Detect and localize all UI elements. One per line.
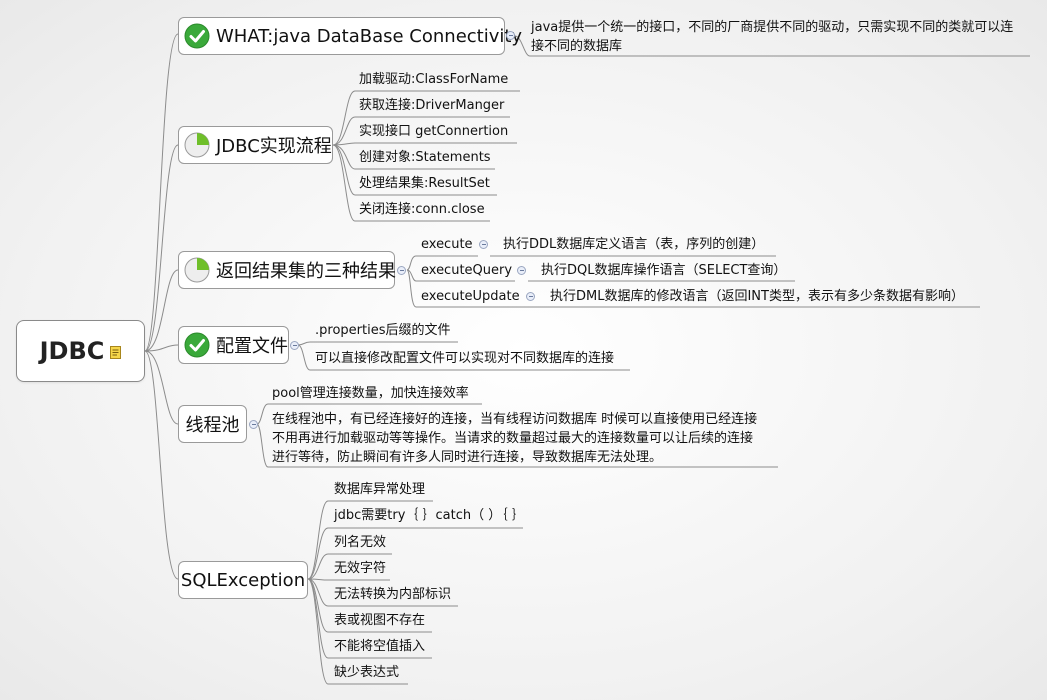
check-circle-icon [184,332,210,358]
exception-item[interactable]: 表或视图不存在 [334,613,426,628]
what-note: java提供一个统一的接口，不同的厂商提供不同的驱动，只需实现不同的类就可以连 … [531,18,1013,56]
exception-item[interactable]: jdbc需要try｛ ｝catch（ ）｛ ｝ [334,508,525,523]
exception-item[interactable]: 缺少表达式 [334,665,400,680]
topic-label: SQLException [180,569,306,591]
topic-label: JDBC实现流程 [216,136,332,157]
root-node[interactable]: JDBC [16,320,145,382]
note-line: pool管理连接数量，加快连接效率 [272,386,469,401]
collapse-toggle[interactable] [479,240,488,249]
pool-detail: 在线程池中，有已经连接好的连接，当有线程访问数据库 时候可以直接使用已经连接 不… [272,410,757,467]
topic-label: WHAT:java DataBase Connectivity [216,25,523,47]
execute-label[interactable]: execute [421,237,473,252]
exception-item[interactable]: 不能将空值插入 [334,639,426,654]
collapse-toggle[interactable] [517,266,526,275]
executeupdate-detail[interactable]: 执行DML数据库的修改语言（返回INT类型，表示有多少条数据有影响） [550,289,964,304]
progress-quarter-icon [184,257,210,283]
config-item[interactable]: 可以直接修改配置文件可以实现对不同数据库的连接 [315,351,615,366]
flow-step[interactable]: 关闭连接:conn.close [359,202,485,217]
executeupdate-label[interactable]: executeUpdate [421,289,520,304]
flow-step[interactable]: 处理结果集:ResultSet [359,176,490,191]
progress-quarter-icon [184,132,210,158]
exception-item[interactable]: 列名无效 [334,535,387,550]
topic-result-types[interactable]: 返回结果集的三种结果 [178,251,396,289]
check-circle-icon [184,23,210,49]
flow-step[interactable]: 加载驱动:ClassForName [359,72,509,87]
execute-detail[interactable]: 执行DDL数据库定义语言（表，序列的创建） [503,237,765,252]
root-label: JDBC [39,337,105,365]
executequery-label[interactable]: executeQuery [421,263,513,278]
config-item[interactable]: .properties后缀的文件 [315,323,451,338]
collapse-toggle[interactable] [526,292,535,301]
topic-label: 返回结果集的三种结果 [216,261,396,282]
note-line: 接不同的数据库 [531,39,623,54]
topic-label: 配置文件 [216,336,288,357]
note-line: 不用再进行加载驱动等等操作。当请求的数量超过最大的连接数量可以让后续的连接 [272,431,754,446]
topic-sqlexception[interactable]: SQLException [178,561,308,599]
collapse-toggle[interactable] [249,420,258,429]
exception-item[interactable]: 数据库异常处理 [334,482,426,497]
note-line: 在线程池中，有已经连接好的连接，当有线程访问数据库 时候可以直接使用已经连接 [272,412,758,427]
topic-what[interactable]: WHAT:java DataBase Connectivity [178,17,522,55]
topic-label: 线程池 [185,415,240,436]
topic-config-file[interactable]: 配置文件 [178,326,289,364]
collapse-toggle[interactable] [506,31,515,40]
topic-jdbc-flow[interactable]: JDBC实现流程 [178,126,333,164]
flow-step[interactable]: 创建对象:Statements [359,150,491,165]
note-line: java提供一个统一的接口，不同的厂商提供不同的驱动，只需实现不同的类就可以连 [531,20,1014,35]
exception-item[interactable]: 无法转换为内部标识 [334,587,452,602]
pool-note: pool管理连接数量，加快连接效率 [272,384,469,403]
topic-thread-pool[interactable]: 线程池 [178,405,247,443]
flow-step[interactable]: 获取连接:DriverManger [359,98,505,113]
exception-item[interactable]: 无效字符 [334,561,387,576]
executequery-detail[interactable]: 执行DQL数据库操作语言（SELECT查询） [541,263,787,278]
note-line: 进行等待，防止瞬间有许多人同时进行连接，导致数据库无法处理。 [272,450,663,465]
flow-step[interactable]: 实现接口 getConnertion [359,124,509,139]
collapse-toggle[interactable] [290,341,299,350]
note-icon[interactable] [110,345,122,359]
collapse-toggle[interactable] [397,266,406,275]
